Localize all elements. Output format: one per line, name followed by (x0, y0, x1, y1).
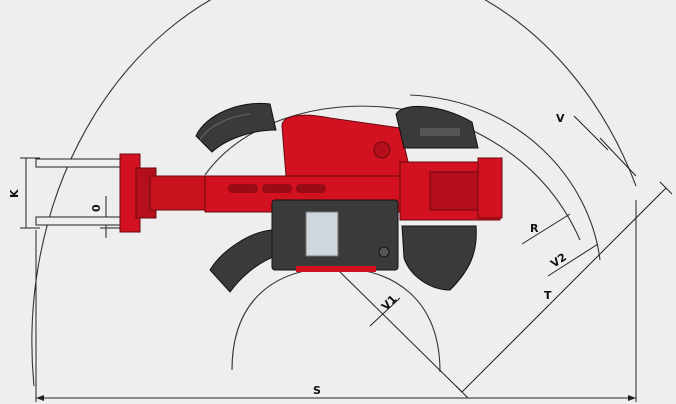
cab-step (296, 266, 376, 272)
dimension-line-v2 (547, 243, 599, 277)
arrow-s-left (36, 395, 44, 401)
label-o: 0 (90, 204, 103, 212)
dimension-lines (20, 115, 673, 402)
small-clearance-arc (231, 267, 441, 373)
label-t: T (544, 289, 552, 302)
fork-lower (35, 216, 127, 226)
dimension-line-t (461, 187, 667, 393)
wheel-rear-lower (401, 225, 477, 291)
dimension-line-r (521, 213, 571, 245)
wheel-front-lower (209, 229, 277, 293)
fork-upper (35, 158, 127, 168)
dimension-line-v (573, 115, 609, 151)
boom-slots (228, 184, 326, 193)
label-s: S (313, 384, 321, 397)
inner-slew-arc-r (204, 105, 581, 241)
dimension-line-v1 (337, 269, 463, 393)
engine-hood (281, 114, 411, 177)
hood-pivot (373, 141, 391, 159)
label-v1: V1 (379, 292, 400, 313)
boom-tip (149, 175, 211, 211)
label-v2: V2 (548, 251, 569, 271)
wheel-front-upper (195, 102, 277, 153)
operator-cab (271, 199, 399, 272)
cab-window (305, 211, 339, 257)
wheel-rear-upper (395, 105, 479, 149)
t-ext-b (659, 181, 673, 195)
v-ext (599, 137, 637, 177)
inner-slew-arc-v2 (409, 94, 601, 261)
v1-short (369, 297, 401, 327)
label-r: R (530, 222, 539, 235)
label-v: V (556, 112, 565, 125)
machine (35, 102, 503, 293)
label-k: K (8, 189, 21, 198)
rear-bumper (477, 157, 503, 219)
arrow-s-right (628, 395, 636, 401)
cab-mirror (378, 246, 390, 258)
